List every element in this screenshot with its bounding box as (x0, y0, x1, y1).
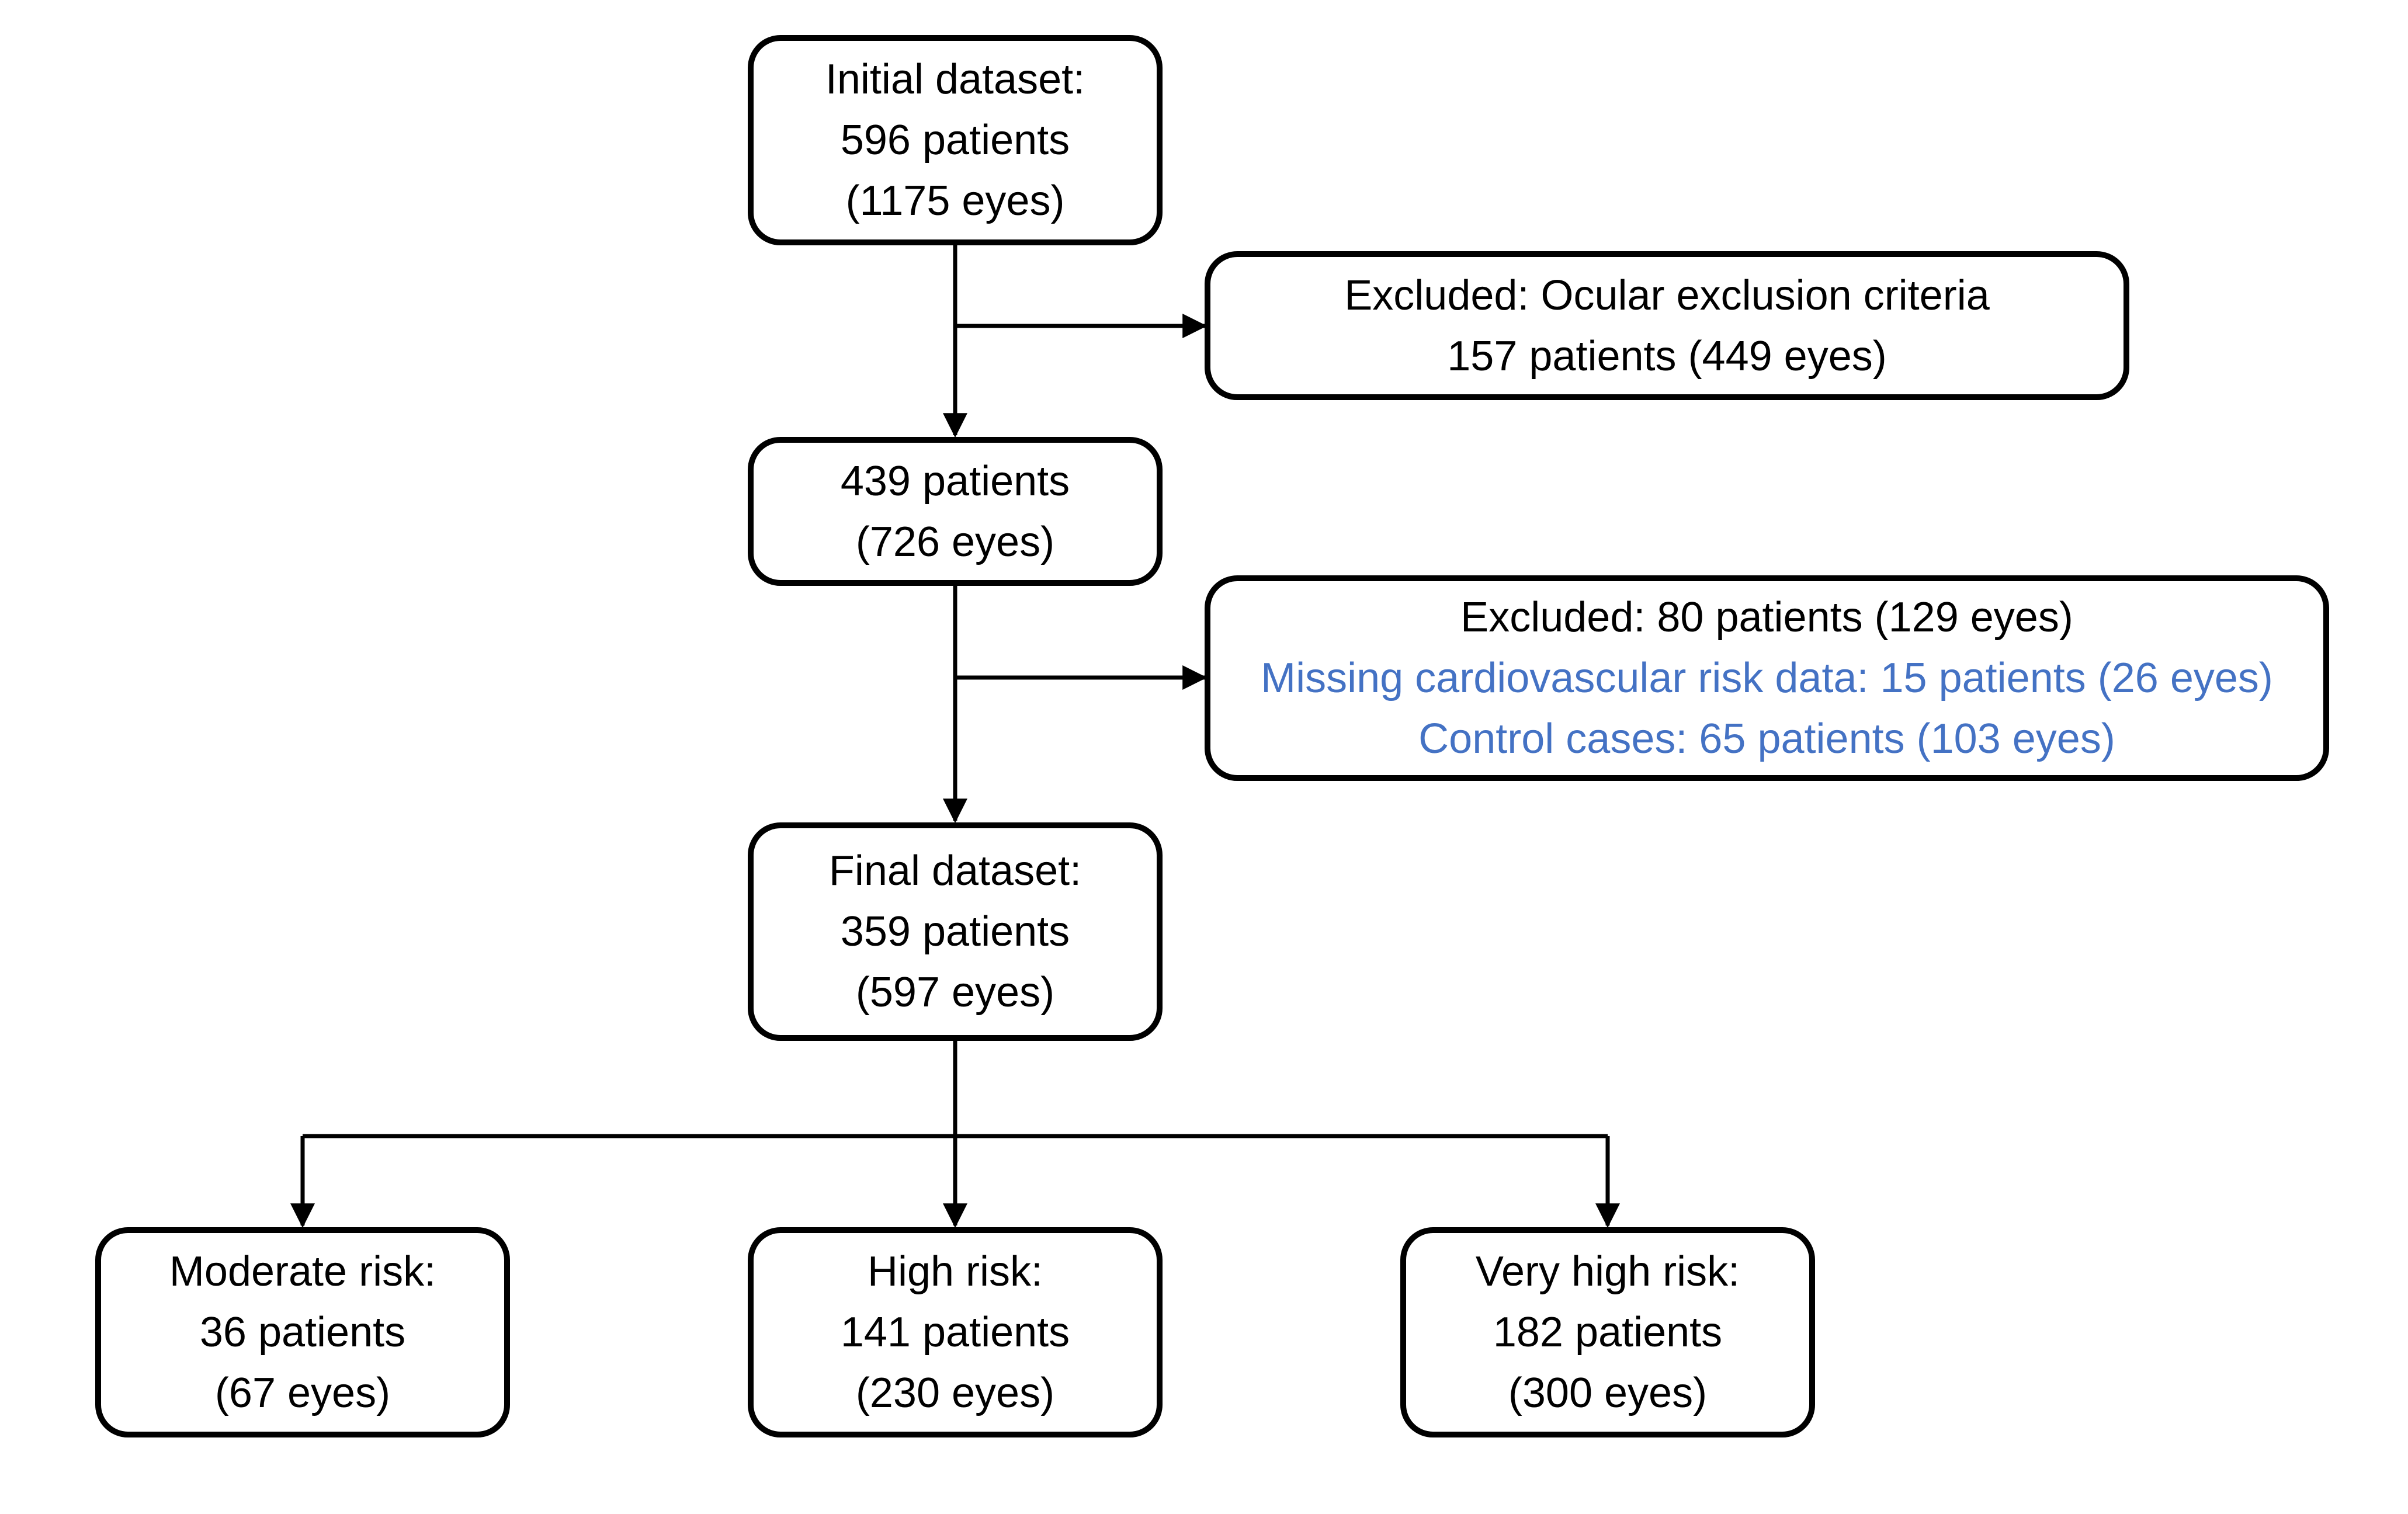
final-dataset-box: Final dataset: 359 patients (597 eyes) (748, 822, 1163, 1041)
high-risk-patients: 141 patients (840, 1309, 1070, 1356)
initial-dataset-title: Initial dataset: (825, 56, 1085, 103)
excluded-control-cases: Control cases: 65 patients (103 eyes) (1418, 716, 2115, 762)
initial-dataset-box: Initial dataset: 596 patients (1175 eyes… (748, 35, 1163, 245)
intermediate-patients: 439 patients (840, 457, 1070, 505)
excluded-ocular-counts: 157 patients (449 eyes) (1447, 332, 1887, 380)
final-dataset-eyes: (597 eyes) (855, 969, 1055, 1016)
moderate-risk-box: Moderate risk: 36 patients (67 eyes) (95, 1227, 510, 1437)
very-high-risk-patients: 182 patients (1493, 1309, 1723, 1356)
initial-dataset-patients: 596 patients (840, 117, 1070, 164)
high-risk-box: High risk: 141 patients (230 eyes) (748, 1227, 1163, 1437)
excluded-ocular-box: Excluded: Ocular exclusion criteria 157 … (1205, 251, 2129, 400)
excluded-ocular-title: Excluded: Ocular exclusion criteria (1344, 272, 1990, 319)
moderate-risk-patients: 36 patients (199, 1309, 406, 1356)
very-high-risk-box: Very high risk: 182 patients (300 eyes) (1400, 1227, 1815, 1437)
initial-dataset-eyes: (1175 eyes) (845, 178, 1065, 224)
intermediate-box: 439 patients (726 eyes) (748, 437, 1163, 586)
excluded-other-box: Excluded: 80 patients (129 eyes) Missing… (1205, 575, 2329, 781)
intermediate-eyes: (726 eyes) (855, 518, 1055, 565)
final-dataset-patients: 359 patients (840, 908, 1070, 955)
high-risk-eyes: (230 eyes) (855, 1370, 1055, 1416)
very-high-risk-title: Very high risk: (1475, 1248, 1740, 1295)
moderate-risk-title: Moderate risk: (169, 1248, 436, 1295)
excluded-missing-data: Missing cardiovascular risk data: 15 pat… (1261, 655, 2273, 702)
moderate-risk-eyes: (67 eyes) (214, 1370, 391, 1416)
final-dataset-title: Final dataset: (828, 848, 1082, 894)
excluded-other-title: Excluded: 80 patients (129 eyes) (1460, 594, 2073, 641)
very-high-risk-eyes: (300 eyes) (1508, 1370, 1708, 1416)
high-risk-title: High risk: (867, 1248, 1043, 1295)
